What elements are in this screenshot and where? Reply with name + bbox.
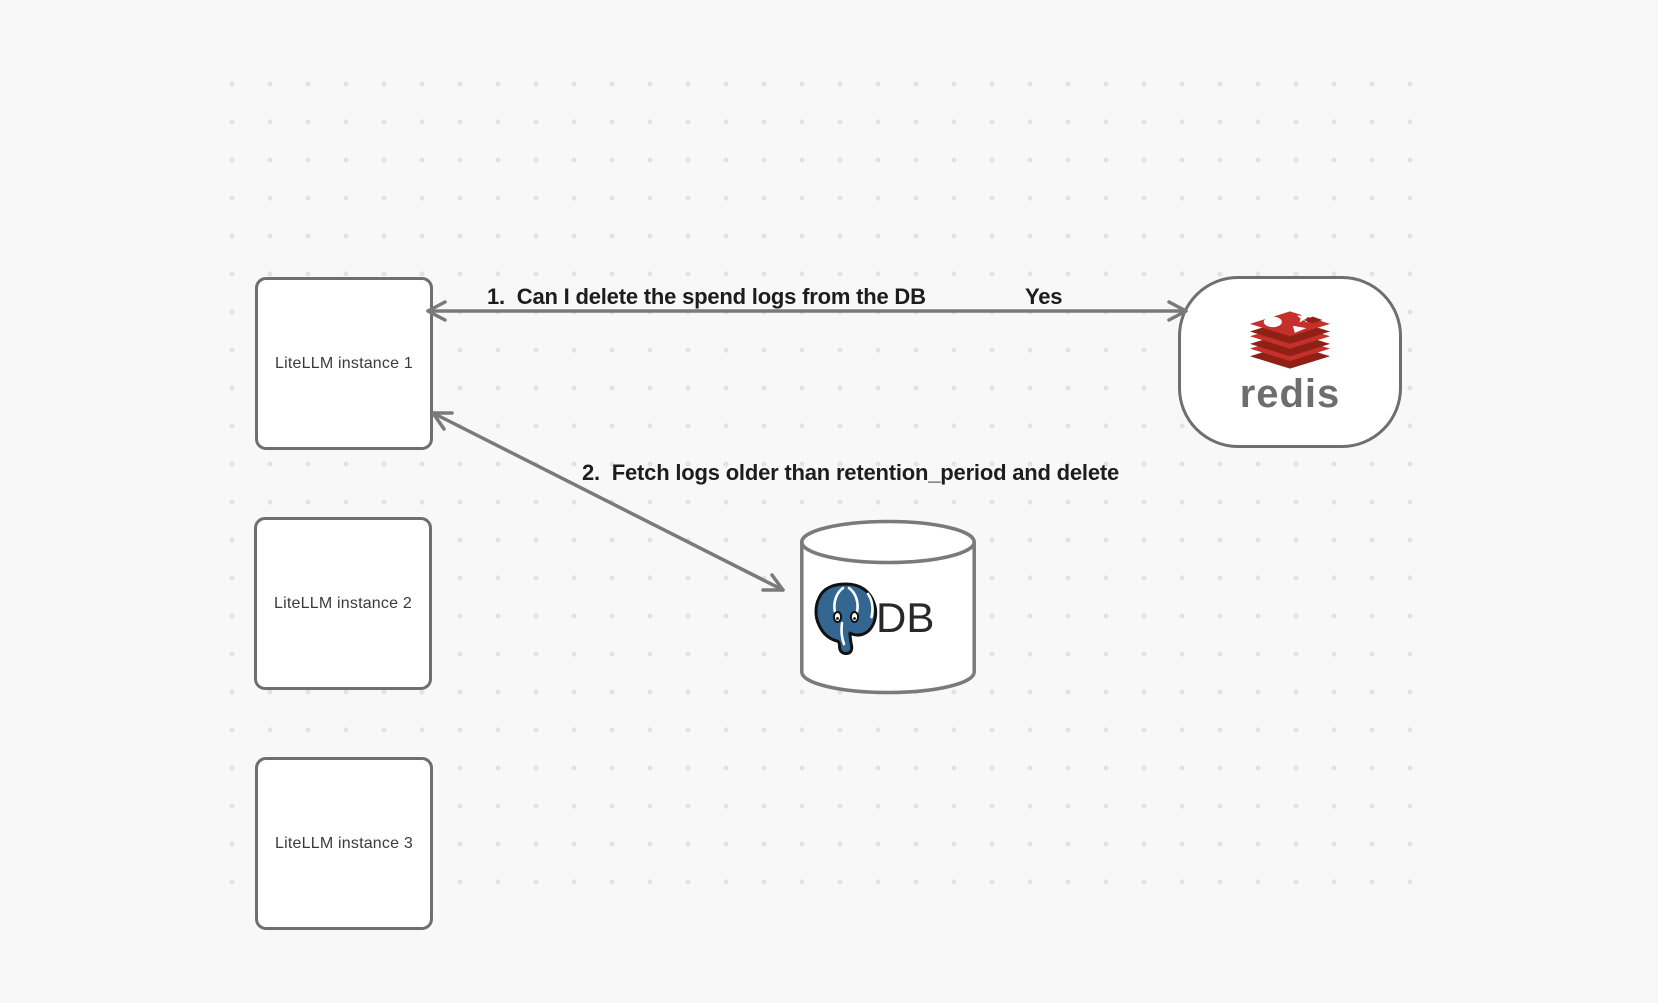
arrow-2-label: 2. Fetch logs older than retention_perio… xyxy=(582,460,1120,485)
postgresql-elephant-icon xyxy=(814,582,878,655)
redis-triangle-shape xyxy=(1292,325,1307,333)
node-redis[interactable]: redis xyxy=(1178,276,1402,448)
node-litellm-instance-2[interactable]: LiteLLM instance 2 xyxy=(254,517,432,690)
arrow-1-label: 1. Can I delete the spend logs from the … xyxy=(487,284,926,309)
arrowhead-left xyxy=(426,300,447,322)
arrow-1-response-label: Yes xyxy=(1025,284,1063,309)
redis-logo-icon xyxy=(1249,310,1331,369)
arrowhead-right xyxy=(1167,300,1188,322)
database-content: DB xyxy=(811,581,934,655)
node-litellm-instance-1[interactable]: LiteLLM instance 1 xyxy=(255,277,433,450)
db-label: DB xyxy=(876,594,935,641)
node-database[interactable]: DB xyxy=(799,519,977,695)
arrow-instance1-to-db[interactable] xyxy=(431,411,785,592)
node-label: LiteLLM instance 1 xyxy=(275,354,413,372)
redis-coin-shape xyxy=(1263,316,1282,327)
redis-slab-top xyxy=(1249,310,1331,344)
redis-star-shape xyxy=(1296,311,1310,323)
arrowhead-upper xyxy=(431,411,454,431)
redis-wordmark: redis xyxy=(1239,371,1341,416)
node-litellm-instance-3[interactable]: LiteLLM instance 3 xyxy=(255,757,433,930)
arrow-redis-to-instance1[interactable] xyxy=(426,300,1188,322)
arrowhead-lower xyxy=(761,573,785,592)
node-label: LiteLLM instance 2 xyxy=(274,594,412,612)
node-label: LiteLLM instance 3 xyxy=(275,834,413,852)
